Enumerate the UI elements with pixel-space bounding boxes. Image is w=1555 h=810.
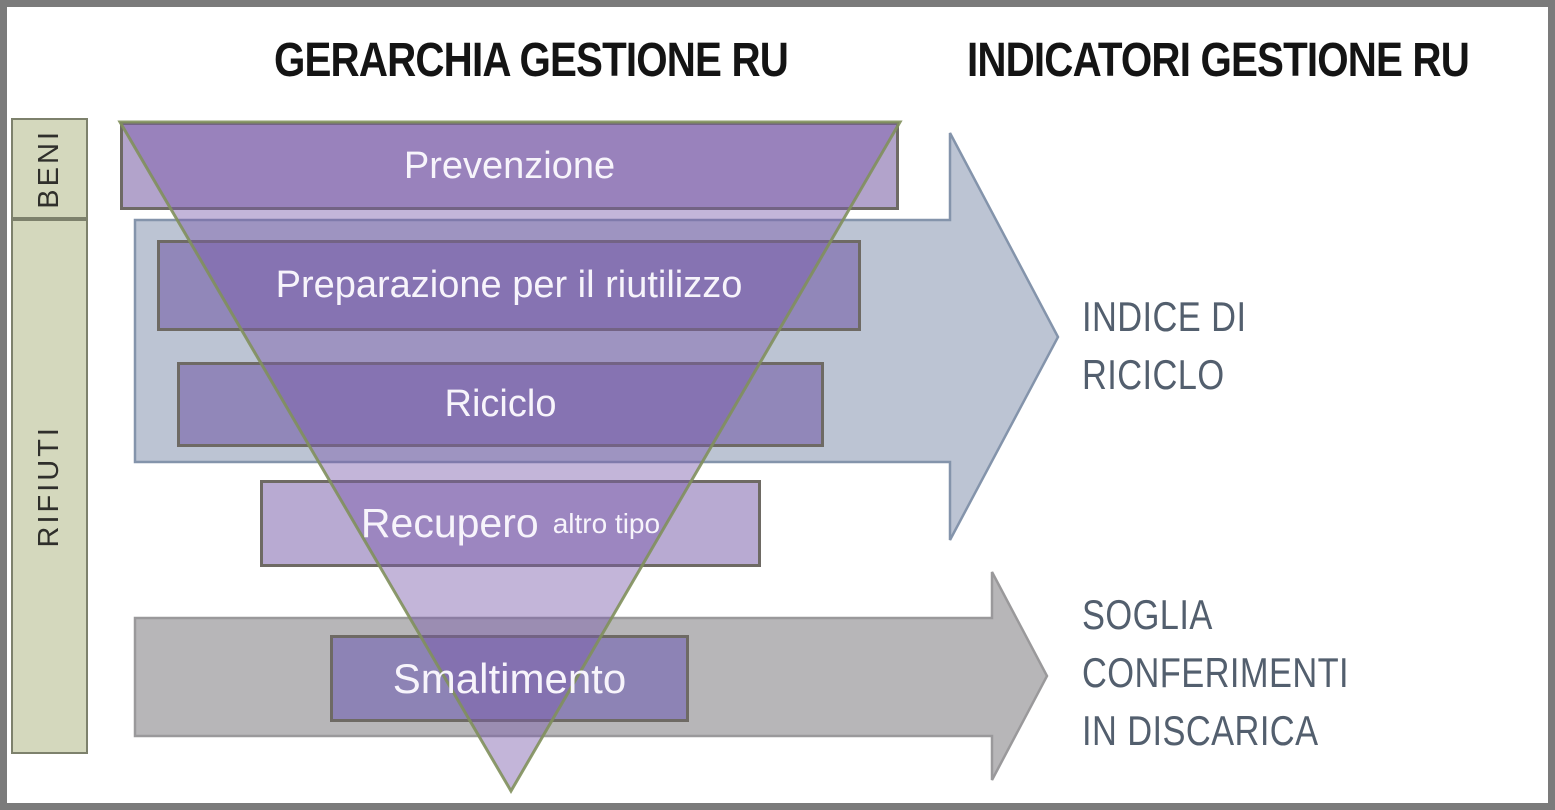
bar-other-recovery-sublabel: altro tipo (552, 507, 661, 539)
landfill-threshold-caption-line1: SOGLIA (1082, 591, 1213, 638)
bar-recycling-label: Riciclo (444, 383, 557, 425)
goods-category-box: BENI (11, 118, 88, 219)
goods-label: BENI (33, 128, 65, 209)
waste-label: RIFIUTI (33, 425, 65, 548)
landfill-threshold-caption-line2: CONFERIMENTI (1082, 649, 1350, 696)
bar-disposal-label: Smaltimento (392, 654, 627, 702)
recycling-index-caption-line1: INDICE DI (1082, 293, 1247, 340)
bar-prevention-label-wrap: Prevenzione (120, 122, 899, 210)
recycling-index-caption: INDICE DI RICICLO (1082, 288, 1246, 404)
bar-other-recovery-label-wrap: Recupero altro tipo (260, 480, 761, 567)
bar-disposal-label-wrap: Smaltimento (330, 635, 689, 722)
bar-prepare-for-reuse-label-wrap: Preparazione per il riutilizzo (157, 240, 861, 331)
indicators-column-title: INDICATORI GESTIONE RU (967, 34, 1470, 87)
bar-prevention-label: Prevenzione (403, 144, 616, 187)
bar-other-recovery-label: Recupero (360, 500, 539, 546)
recycling-index-caption-line2: RICICLO (1082, 351, 1225, 398)
landfill-threshold-caption-line3: IN DISCARICA (1082, 707, 1319, 754)
landfill-threshold-caption: SOGLIA CONFERIMENTI IN DISCARICA (1082, 586, 1349, 760)
bar-prepare-for-reuse-label: Preparazione per il riutilizzo (275, 264, 743, 306)
bar-recycling-label-wrap: Riciclo (177, 362, 824, 447)
hierarchy-column-title: GERARCHIA GESTIONE RU (273, 34, 789, 87)
waste-category-box: RIFIUTI (11, 219, 88, 754)
